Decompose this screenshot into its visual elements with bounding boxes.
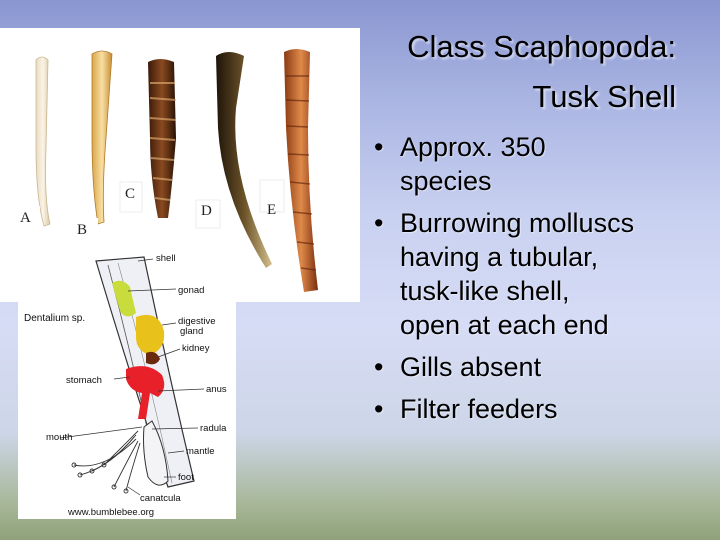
label-stomach: stomach	[66, 375, 102, 386]
foot	[143, 420, 169, 486]
leader-lines	[59, 258, 205, 496]
bullet-line: tusk-like shell,	[400, 276, 570, 306]
slide-title-line-2: Tusk Shell	[532, 79, 676, 114]
anatomy-graphic: Dentalium sp. shell gonad digestive glan…	[24, 253, 227, 518]
shell-b	[91, 50, 113, 225]
bullet-list: Approx. 350 species Burrowing molluscs h…	[366, 130, 706, 434]
shell-e-bands	[285, 75, 317, 271]
bullet-item: Burrowing molluscs having a tubular, tus…	[366, 206, 706, 342]
kidney	[146, 351, 160, 365]
captacula	[71, 430, 141, 494]
bullet-line: Filter feeders	[400, 394, 558, 424]
shell-label-d: D	[201, 203, 212, 219]
slide-title-line-1: Class Scaphopoda:	[407, 29, 676, 64]
shell-e	[284, 49, 318, 292]
shell-label-c: C	[125, 186, 135, 202]
anatomy-diagram: Dentalium sp. shell gonad digestive glan…	[18, 251, 236, 519]
bullet-line: open at each end	[400, 310, 609, 340]
label-mantle: mantle	[186, 446, 215, 457]
bullet-line: Burrowing molluscs	[400, 208, 635, 238]
label-digestive-gland-1: digestive	[178, 316, 216, 327]
bullet-item: Filter feeders	[366, 392, 706, 426]
label-captacula: canatcula	[140, 493, 181, 504]
slide-title: Class Scaphopoda: Tusk Shell	[316, 22, 676, 122]
bullet-line: species	[400, 166, 492, 196]
digestive-gland	[136, 314, 165, 355]
stomach	[126, 366, 165, 419]
label-foot: foot	[178, 472, 194, 483]
label-shell: shell	[156, 253, 176, 264]
label-anus: anus	[206, 384, 227, 395]
diagram-credit: www.bumblebee.org	[67, 507, 154, 518]
shell-c-bands	[149, 82, 177, 201]
bullet-item: Approx. 350 species	[366, 130, 706, 198]
label-mouth: mouth	[46, 432, 72, 443]
bullet-line: Gills absent	[400, 352, 542, 382]
label-gonad: gonad	[178, 285, 204, 296]
shell-a	[35, 56, 51, 227]
shell-label-a: A	[20, 210, 31, 226]
bullet-line: having a tubular,	[400, 242, 599, 272]
label-digestive-gland-2: gland	[180, 326, 203, 337]
bullet-line: Approx. 350	[400, 132, 546, 162]
species-label: Dentalium sp.	[24, 313, 85, 324]
shell-photo-graphic: A B C D E	[14, 49, 318, 292]
label-radula: radula	[200, 423, 227, 434]
bullet-item: Gills absent	[366, 350, 706, 384]
label-kidney: kidney	[182, 343, 210, 354]
shell-label-b: B	[77, 222, 87, 238]
shell-label-e: E	[267, 202, 276, 218]
gonad	[112, 280, 136, 317]
shell-d	[216, 52, 272, 268]
